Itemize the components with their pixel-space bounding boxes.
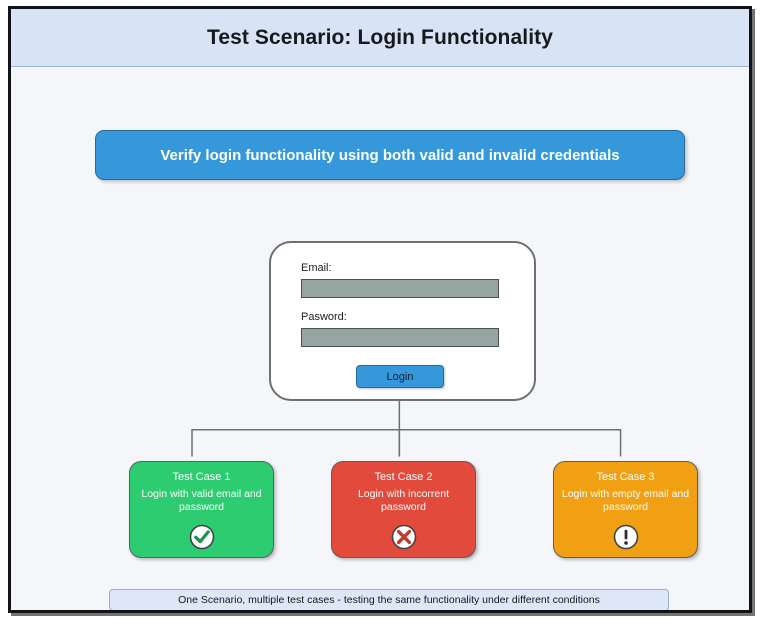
diagram-frame: Test Scenario: Login Functionality Verif… <box>8 6 752 613</box>
test-case-title: Test Case 3 <box>596 471 655 483</box>
test-case-description: Login with empty email and password <box>561 488 690 513</box>
password-field[interactable] <box>301 328 499 347</box>
title-bar: Test Scenario: Login Functionality <box>11 9 749 67</box>
email-label: Email: <box>301 262 332 274</box>
footer-note-label: One Scenario, multiple test cases - test… <box>178 594 600 606</box>
exclamation-circle-icon <box>613 524 638 550</box>
test-case-card-3[interactable]: Test Case 3 Login with empty email and p… <box>553 461 698 558</box>
test-case-description: Login with valid email and password <box>141 488 262 513</box>
password-label: Pasword: <box>301 311 347 323</box>
login-form-card: Email: Pasword: Login <box>269 241 536 401</box>
page-title: Test Scenario: Login Functionality <box>206 25 554 49</box>
test-case-card-2[interactable]: Test Case 2 Login with incorrent passwor… <box>331 461 476 558</box>
test-case-title: Test Case 1 <box>172 471 231 483</box>
email-field[interactable] <box>301 279 499 298</box>
scenario-banner: Verify login functionality using both va… <box>95 130 685 180</box>
test-case-description: Login with incorrent password <box>357 488 450 513</box>
x-circle-icon <box>391 524 416 550</box>
test-case-card-1[interactable]: Test Case 1 Login with valid email and p… <box>129 461 274 558</box>
footer-note: One Scenario, multiple test cases - test… <box>109 589 669 610</box>
login-button[interactable]: Login <box>356 365 444 388</box>
scenario-banner-label: Verify login functionality using both va… <box>160 146 620 164</box>
check-circle-icon <box>189 524 214 550</box>
test-case-title: Test Case 2 <box>374 471 433 483</box>
